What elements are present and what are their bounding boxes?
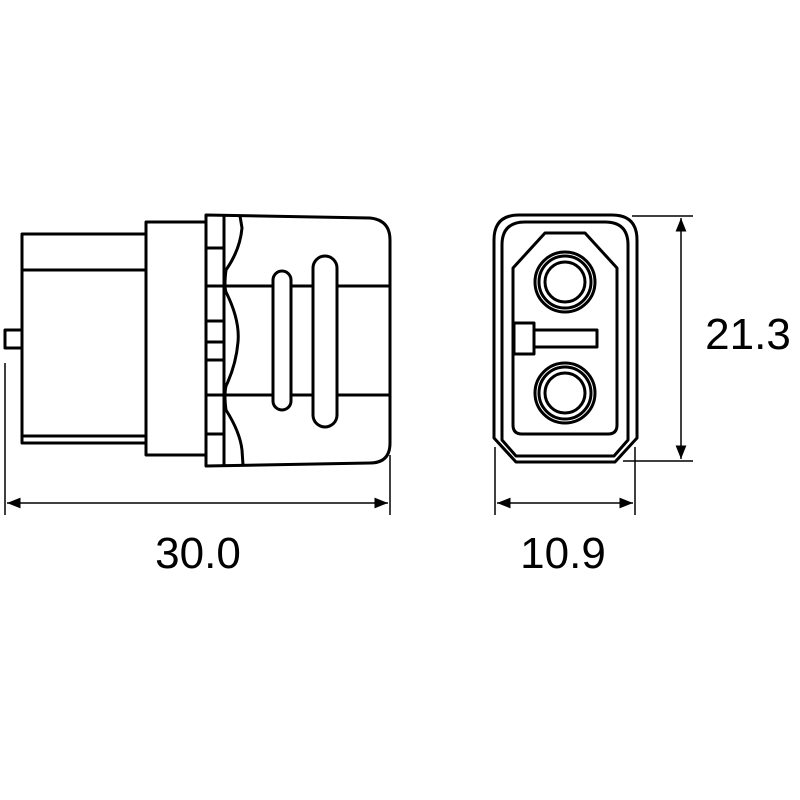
length-label: 30.0	[155, 529, 241, 578]
height-dimension: 21.3	[623, 215, 791, 462]
side-view: 30.0	[3, 213, 392, 578]
width-dimension: 10.9	[494, 447, 636, 578]
socket-cavity	[511, 231, 619, 436]
front-housing	[204, 213, 392, 468]
polarity-key	[512, 321, 599, 356]
outer-shell	[492, 213, 639, 464]
grip-slot-long	[311, 254, 339, 429]
width-label: 10.9	[520, 529, 606, 578]
front-view: 10.9 21.3	[492, 213, 791, 578]
middle-collar	[144, 220, 208, 457]
contact-bottom	[533, 361, 597, 425]
rear-housing	[20, 232, 148, 445]
pin-tab	[3, 328, 24, 350]
length-dimension: 30.0	[4, 363, 391, 578]
height-label: 21.3	[705, 310, 791, 359]
contact-top	[533, 250, 597, 314]
grip-slot-short	[271, 269, 293, 412]
inner-shell	[500, 220, 630, 458]
